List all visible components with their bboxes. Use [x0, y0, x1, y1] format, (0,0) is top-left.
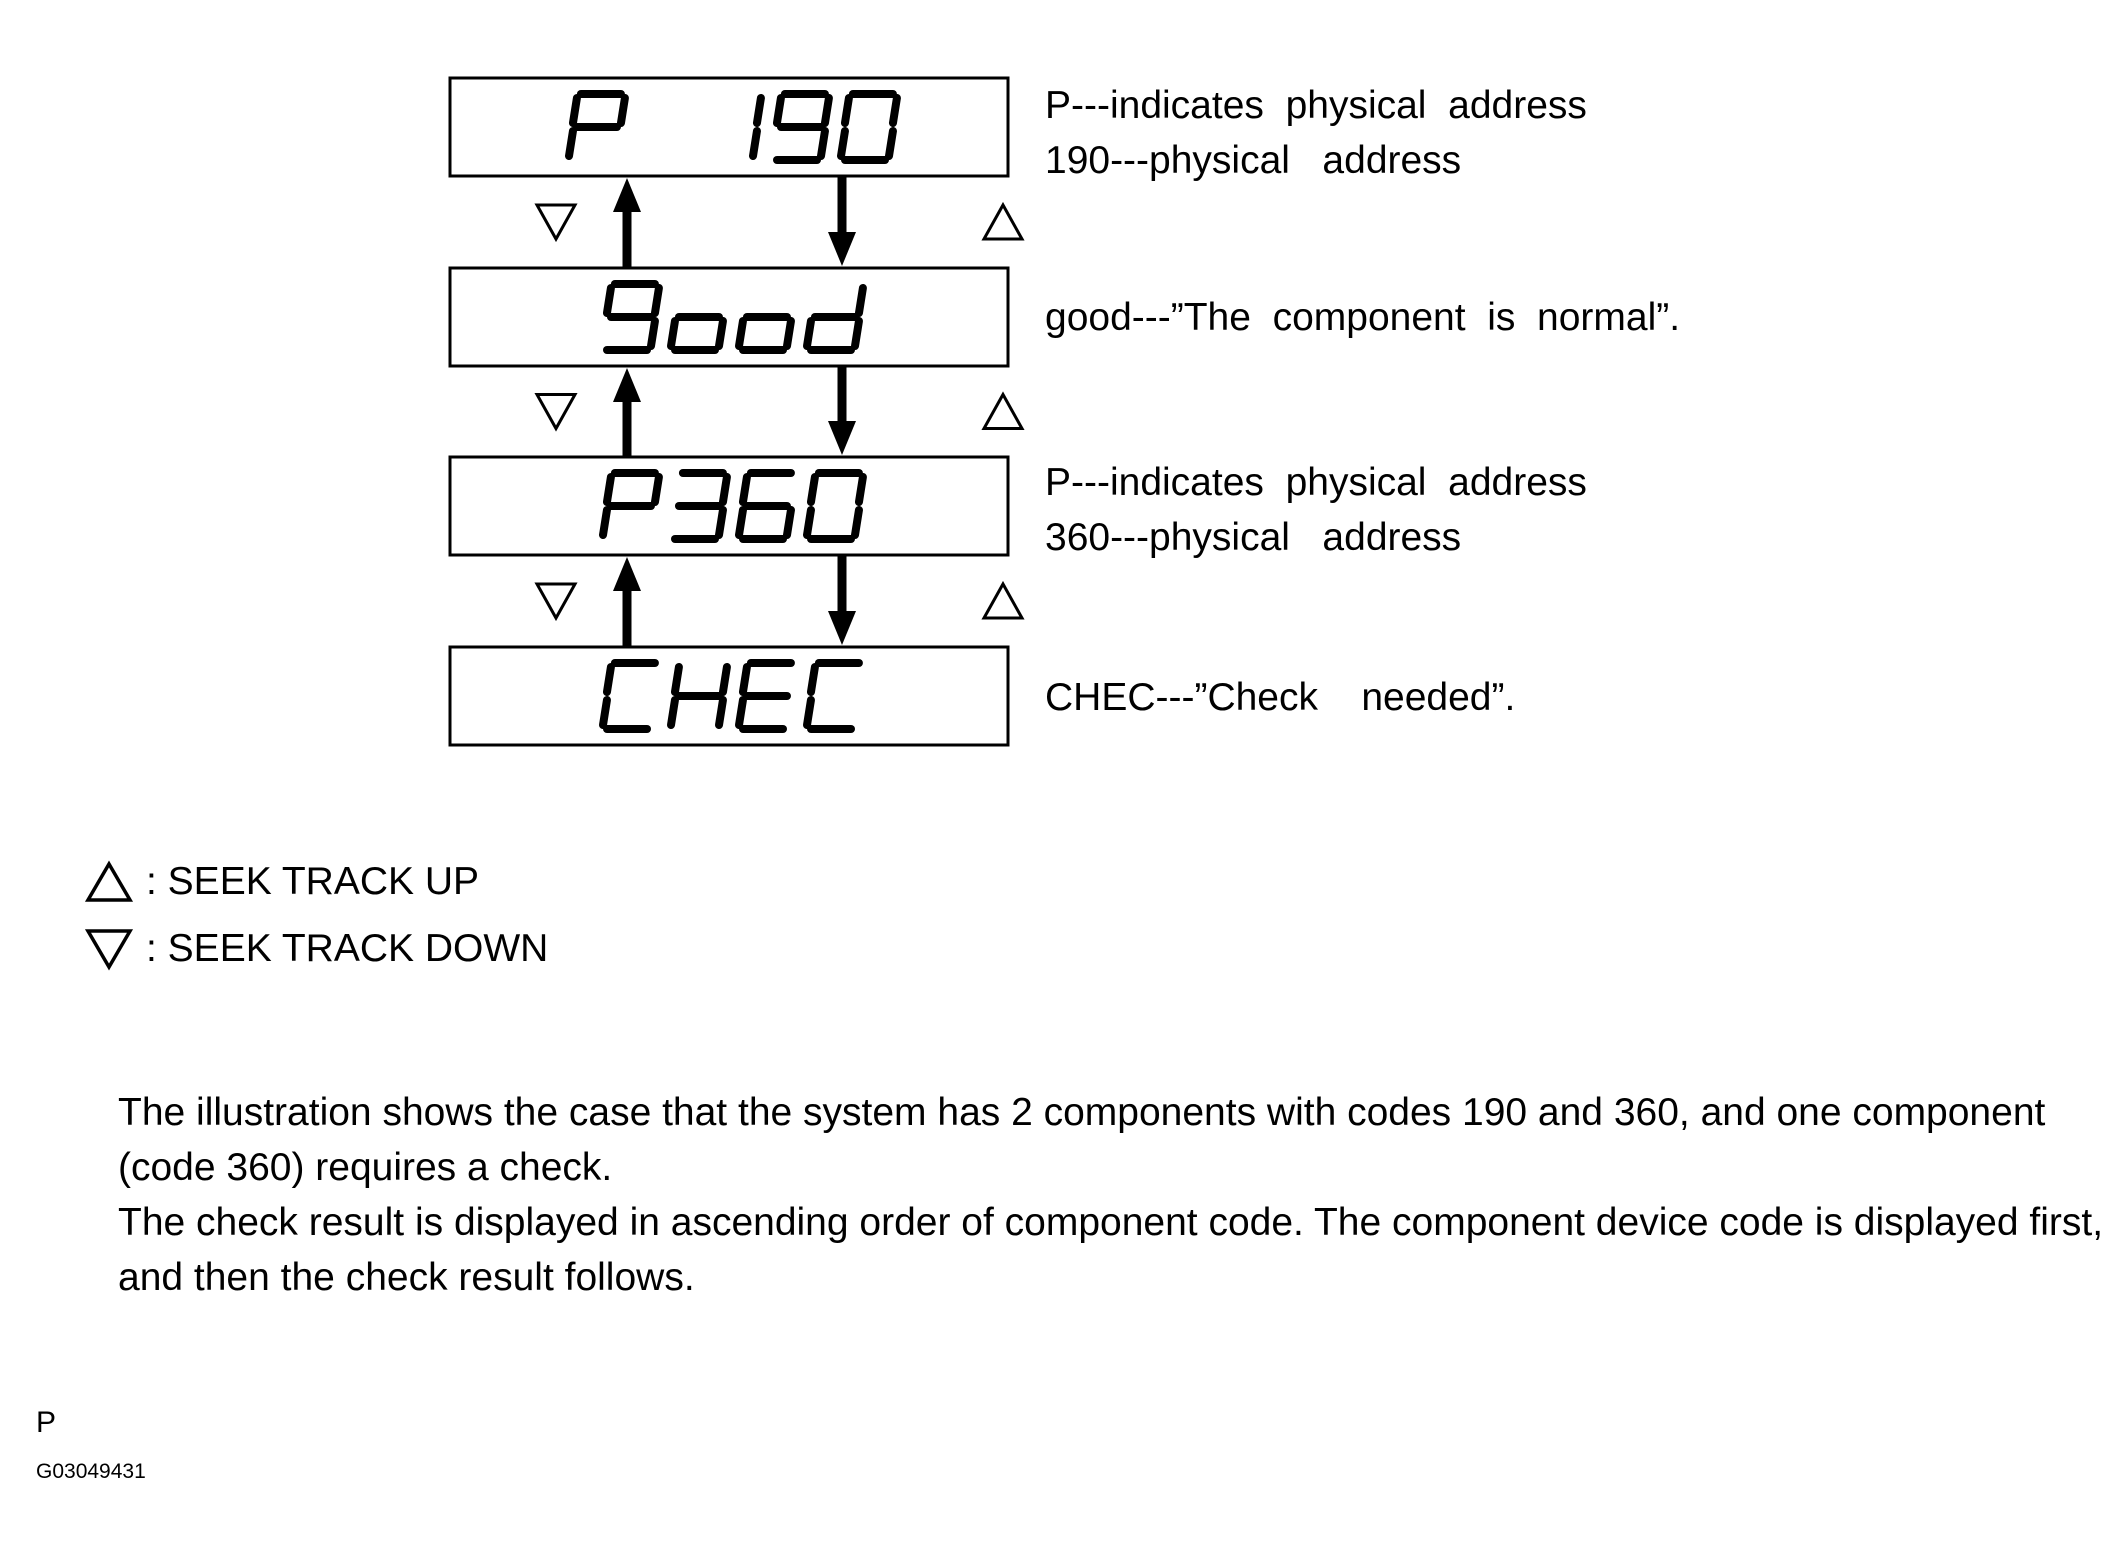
segment: [599, 696, 611, 729]
segment: [840, 94, 853, 127]
desc-state-1-line-2: 190---physical address: [1045, 139, 1462, 182]
segment: [854, 473, 867, 506]
segment: [738, 663, 751, 696]
segment: [806, 473, 819, 506]
segment: [715, 506, 727, 539]
segment: [738, 473, 751, 506]
down-arrow-icon: [828, 421, 856, 455]
up-arrow-icon: [613, 178, 641, 212]
legend-down: : SEEK TRACK DOWN: [84, 921, 548, 977]
lcd-box-4: [448, 645, 1010, 747]
lcd-box-1: [448, 76, 1010, 178]
down-arrow-icon: [828, 232, 856, 266]
seek-up-triangle-icon: [981, 201, 1025, 241]
desc-state-3: P---indicates physical address 360---phy…: [1045, 455, 1587, 565]
segment: [718, 663, 731, 696]
seek-down-triangle-icon: [534, 203, 578, 243]
seek-up-triangle-icon: [84, 860, 134, 902]
lcd-box-2: [448, 266, 1010, 368]
segment: [735, 506, 747, 539]
segment: [715, 317, 727, 350]
lcd-code-1: P 190: [565, 90, 901, 164]
segment: [602, 473, 615, 506]
segment: [735, 317, 747, 350]
segment: [718, 473, 731, 506]
segment: [650, 473, 663, 506]
legend-up: : SEEK TRACK UP: [84, 854, 479, 910]
down-arrow-icon: [828, 611, 856, 645]
desc-state-3-line-1: P---indicates physical address: [1045, 461, 1587, 504]
segment: [616, 94, 629, 127]
segment: [667, 696, 679, 729]
segment: [885, 127, 897, 160]
segment: [851, 317, 863, 350]
seek-down-triangle-icon: [534, 393, 578, 432]
segment: [715, 696, 727, 729]
up-arrow-icon: [613, 557, 641, 591]
segment: [820, 94, 833, 127]
segment: [803, 317, 815, 350]
seek-down-triangle-icon: [534, 582, 578, 622]
segment: [670, 663, 683, 696]
lcd-code-2: good: [602, 280, 867, 354]
explanation-sentence-2: The check result is displayed in ascendi…: [118, 1201, 2104, 1299]
lcd-code-3: P360: [599, 469, 867, 543]
desc-state-4-line-1: CHEC---”Check needed”.: [1045, 676, 1516, 719]
segment: [565, 127, 577, 160]
segment: [599, 506, 611, 539]
segment: [888, 94, 901, 127]
segment: [602, 284, 615, 317]
seek-up-triangle-icon: [981, 580, 1025, 620]
segment: [749, 127, 761, 160]
segment: [650, 284, 663, 317]
legend-down-label: : SEEK TRACK DOWN: [146, 927, 549, 970]
segment: [752, 94, 765, 127]
segment: [783, 317, 795, 350]
desc-state-1-line-1: P---indicates physical address: [1045, 84, 1587, 127]
segment: [602, 663, 615, 696]
segment: [817, 127, 829, 160]
desc-state-2-line-1: good---”The component is normal”.: [1045, 296, 1681, 339]
seek-up-triangle-icon: [981, 391, 1025, 430]
seek-down-triangle-icon: [84, 929, 134, 971]
lcd-code-4: CHEC: [599, 659, 863, 733]
segment: [568, 94, 581, 127]
segment: [803, 506, 815, 539]
up-arrow-icon: [613, 368, 641, 402]
segment: [667, 317, 679, 350]
segment: [854, 284, 867, 317]
segment: [803, 696, 815, 729]
display-flow-diagram: P 190 goodP360CHEC: [448, 76, 1025, 747]
figure-id: G03049431: [36, 1460, 146, 1483]
segment: [647, 317, 659, 350]
desc-state-1: P---indicates physical address 190---phy…: [1045, 78, 1587, 188]
desc-state-4: CHEC---”Check needed”.: [1045, 670, 1515, 725]
segment: [783, 506, 795, 539]
explanation-paragraph: The illustration shows the case that the…: [118, 1085, 2118, 1305]
footer-code: P: [36, 1406, 57, 1439]
segment: [851, 506, 863, 539]
desc-state-2: good---”The component is normal”.: [1045, 290, 1680, 345]
lcd-box-3: [448, 455, 1010, 557]
segment: [837, 127, 849, 160]
desc-state-3-line-2: 360---physical address: [1045, 516, 1462, 559]
legend-up-label: : SEEK TRACK UP: [146, 860, 480, 903]
segment: [772, 94, 785, 127]
segment: [735, 696, 747, 729]
segment: [806, 663, 819, 696]
explanation-sentence-1: The illustration shows the case that the…: [118, 1091, 2046, 1189]
